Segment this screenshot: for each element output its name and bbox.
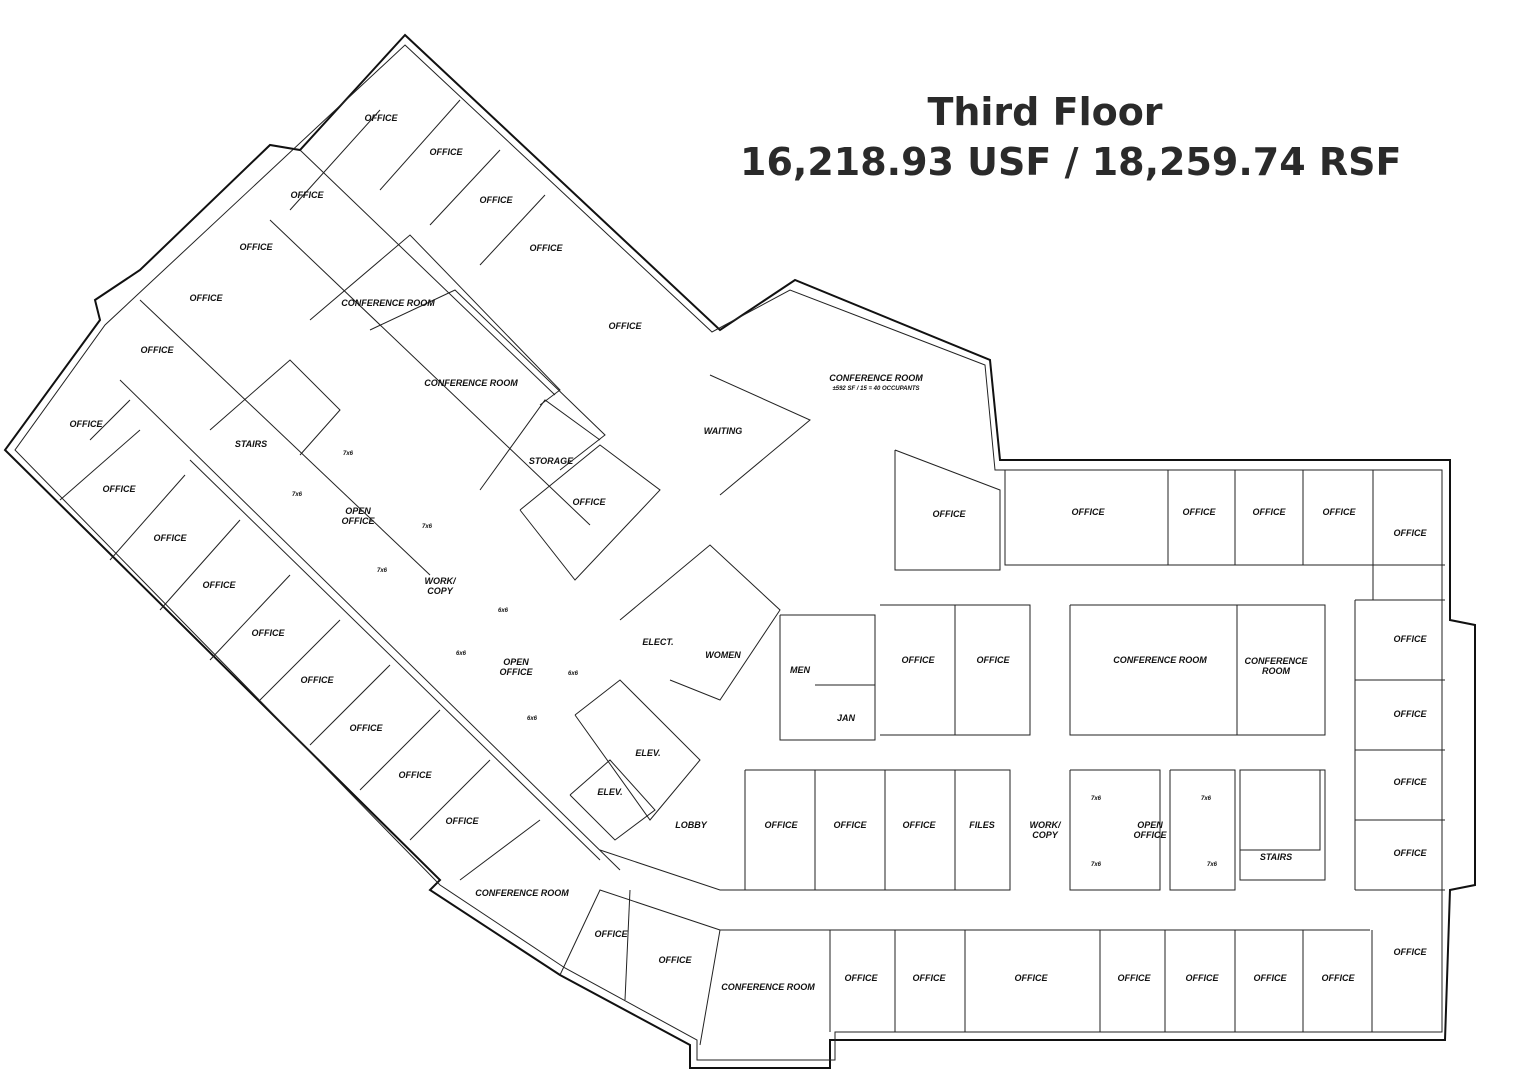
room-label: OFFICE bbox=[291, 190, 325, 200]
room-label: CONFERENCE ROOM bbox=[341, 298, 435, 308]
room-label: ELEV. bbox=[635, 748, 660, 758]
room-label: OFFICE bbox=[1322, 973, 1356, 983]
room-label: OFFICE bbox=[141, 345, 175, 355]
conference-occupancy-note: ±592 SF / 15 = 40 OCCUPANTS bbox=[832, 386, 919, 392]
room-label: OPEN bbox=[1137, 820, 1163, 830]
room-label: OFFICE bbox=[977, 655, 1011, 665]
room-label: OFFICE bbox=[203, 580, 237, 590]
workstation-size-label: 7x6 bbox=[1207, 862, 1218, 868]
exterior-wall bbox=[3, 33, 1476, 1069]
room-label: OFFICE bbox=[609, 321, 643, 331]
workstation-size-label: 7x6 bbox=[1091, 796, 1102, 802]
room-label: ELECT. bbox=[642, 637, 673, 647]
room-label: OFFICE bbox=[103, 484, 137, 494]
room-label: OFFICE bbox=[154, 533, 188, 543]
room-label: WOMEN bbox=[705, 650, 741, 660]
room-label: OFFICE bbox=[350, 723, 384, 733]
room-label: OFFICE bbox=[1015, 973, 1049, 983]
room-label: ELEV. bbox=[597, 787, 622, 797]
room-label: OFFICE bbox=[595, 929, 629, 939]
room-label: OFFICE bbox=[765, 820, 799, 830]
room-label: WORK/ bbox=[425, 576, 457, 586]
room-label: OFFICE bbox=[446, 816, 480, 826]
room-label: OFFICE bbox=[1118, 973, 1152, 983]
room-label: FILES bbox=[969, 820, 995, 830]
workstation-size-label: 6x6 bbox=[456, 651, 467, 657]
room-label: OFFICE bbox=[1253, 507, 1287, 517]
room-label: WORK/ bbox=[1030, 820, 1062, 830]
room-label: OFFICE bbox=[1183, 507, 1217, 517]
room-label: OFFICE bbox=[659, 955, 693, 965]
room-label: OFFICE bbox=[834, 820, 868, 830]
workstation-size-label: 6x6 bbox=[568, 671, 579, 677]
workstation-size-label: 7x6 bbox=[422, 524, 433, 530]
room-label: OFFICE bbox=[252, 628, 286, 638]
workstation-size-label: 7x6 bbox=[377, 568, 388, 574]
room-label: COPY bbox=[1032, 830, 1059, 840]
room-label: OFFICE bbox=[845, 973, 879, 983]
room-label: OFFICE bbox=[1323, 507, 1357, 517]
room-label: OFFICE bbox=[1186, 973, 1220, 983]
room-label: OFFICE bbox=[933, 509, 967, 519]
floor-title: Third Floor bbox=[927, 90, 1163, 134]
room-label: OFFICE bbox=[913, 973, 947, 983]
workstation-size-label: 6x6 bbox=[527, 716, 538, 722]
room-label: OFFICE bbox=[70, 419, 104, 429]
room-label: OFFICE bbox=[240, 242, 274, 252]
room-label: OFFICE bbox=[1134, 830, 1168, 840]
workstation-size-label: 7x6 bbox=[1091, 862, 1102, 868]
room-label: STORAGE bbox=[529, 456, 574, 466]
room-label: COPY bbox=[427, 586, 454, 596]
room-label: OFFICE bbox=[1254, 973, 1288, 983]
room-label: MEN bbox=[790, 665, 811, 675]
room-label: JAN bbox=[837, 713, 856, 723]
workstation-size-label: 7x6 bbox=[292, 492, 303, 498]
room-label: CONFERENCE ROOM bbox=[721, 982, 815, 992]
room-label: STAIRS bbox=[235, 439, 267, 449]
workstation-size-label: 7x6 bbox=[343, 451, 354, 457]
room-label: STAIRS bbox=[1260, 852, 1292, 862]
room-label: OFFICE bbox=[1394, 777, 1428, 787]
room-label: OFFICE bbox=[1394, 848, 1428, 858]
room-label: OFFICE bbox=[190, 293, 224, 303]
room-label: WAITING bbox=[704, 426, 743, 436]
room-label: CONFERENCE bbox=[1244, 656, 1308, 666]
room-label: OFFICE bbox=[480, 195, 514, 205]
room-label: CONFERENCE ROOM bbox=[1113, 655, 1207, 665]
room-label: CONFERENCE ROOM bbox=[829, 373, 923, 383]
room-label: OFFICE bbox=[342, 516, 376, 526]
room-label: ROOM bbox=[1262, 666, 1291, 676]
room-label: OFFICE bbox=[903, 820, 937, 830]
room-label: OFFICE bbox=[1394, 709, 1428, 719]
room-label: OFFICE bbox=[1394, 947, 1428, 957]
room-label: OFFICE bbox=[530, 243, 564, 253]
workstation-size-label: 7x6 bbox=[1201, 796, 1212, 802]
room-label: OFFICE bbox=[301, 675, 335, 685]
room-label: LOBBY bbox=[675, 820, 707, 830]
floor-area: 16,218.93 USF / 18,259.74 RSF bbox=[740, 140, 1402, 184]
room-label: OFFICE bbox=[573, 497, 607, 507]
room-label: OFFICE bbox=[430, 147, 464, 157]
room-label: OFFICE bbox=[1072, 507, 1106, 517]
room-label: OFFICE bbox=[902, 655, 936, 665]
room-label: CONFERENCE ROOM bbox=[424, 378, 518, 388]
room-label: OFFICE bbox=[500, 667, 534, 677]
room-label: OFFICE bbox=[365, 113, 399, 123]
room-label: OFFICE bbox=[1394, 528, 1428, 538]
room-label: OPEN bbox=[345, 506, 371, 516]
room-label: CONFERENCE ROOM bbox=[475, 888, 569, 898]
room-label: OPEN bbox=[503, 657, 529, 667]
room-labels: OFFICE OFFICE OFFICE OFFICE OFFICE OFFICE OFFI… bbox=[70, 113, 1428, 992]
walls bbox=[3, 33, 1476, 1069]
workstation-size-label: 6x6 bbox=[498, 608, 509, 614]
room-label: OFFICE bbox=[399, 770, 433, 780]
room-label: OFFICE bbox=[1394, 634, 1428, 644]
workstation-labels: 7x6 7x6 7x6 7x6 6x6 6x6 6x6 6x6 7x6 7x6 7x6 7x6 bbox=[292, 451, 1218, 868]
